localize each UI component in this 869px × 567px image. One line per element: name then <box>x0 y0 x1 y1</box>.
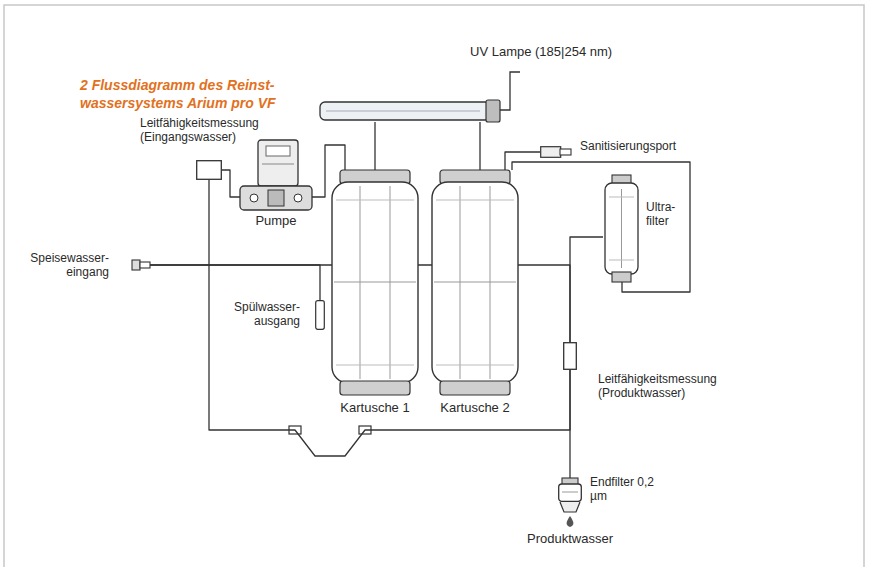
water-pipe <box>374 122 375 170</box>
figure-title: 2 Flussdiagramm des Reinst- wassersystem… <box>80 76 312 112</box>
component-label: Ultra- filter <box>646 200 675 228</box>
end-filter-symbol <box>558 478 582 502</box>
water-pipe <box>505 152 540 170</box>
water-drop <box>567 516 574 527</box>
water-pipe <box>479 122 480 170</box>
component-label: Speisewasser- eingang <box>30 251 109 279</box>
conductivity-cell: Leitfähigkeitsmessung (Eingangswasser) <box>196 160 222 180</box>
uv-lamp-symbol <box>320 100 500 122</box>
page-frame <box>4 5 864 567</box>
component-label: Kartusche 1 <box>320 400 430 416</box>
ultrafilter-symbol <box>603 175 640 282</box>
component-label: Leitfähigkeitsmessung (Produktwasser) <box>598 372 748 400</box>
cartridge-symbol <box>330 170 420 395</box>
cartridge: Kartusche 1 <box>330 170 420 395</box>
end-filter: Endfilter 0,2 µm <box>558 478 582 502</box>
uv-lamp: UV Lampe (185|254 nm) <box>320 100 500 122</box>
cartridge: Kartusche 2 <box>430 170 520 395</box>
drain-outlet-symbol <box>315 300 325 330</box>
ultrafilter: Ultra- filter <box>603 175 640 282</box>
water-pipe <box>512 162 690 292</box>
pump: Pumpe <box>240 140 312 210</box>
sanitization-port-symbol <box>540 146 572 158</box>
component-label: UV Lampe (185|254 nm) <box>470 44 612 60</box>
water-pipe <box>150 265 320 300</box>
component-label: Kartusche 2 <box>420 400 530 416</box>
conductivity-cell-symbol <box>196 160 222 180</box>
lamp-cable <box>500 72 520 110</box>
feed-inlet-symbol <box>132 259 150 271</box>
component-label: Endfilter 0,2 µm <box>590 475 660 503</box>
outlet-label: Produktwasser <box>520 532 620 546</box>
feed-inlet: Speisewasser- eingang <box>132 259 150 271</box>
sanitization-port: Sanitisierungsport <box>540 146 572 158</box>
pump-symbol <box>240 140 312 210</box>
component-label: Pumpe <box>240 213 312 229</box>
filter-outlet <box>560 502 580 512</box>
conductivity-cell: Leitfähigkeitsmessung (Produktwasser) <box>563 342 577 370</box>
component-label: Sanitisierungsport <box>580 139 676 153</box>
conductivity-cell-symbol <box>563 342 577 370</box>
cartridge-symbol <box>430 170 520 395</box>
component-label: Spülwasser- ausgang <box>234 300 300 328</box>
drain-outlet: Spülwasser- ausgang <box>315 300 325 330</box>
water-pipe <box>222 170 240 197</box>
water-pipe <box>570 237 603 342</box>
water-pipe <box>209 180 570 456</box>
